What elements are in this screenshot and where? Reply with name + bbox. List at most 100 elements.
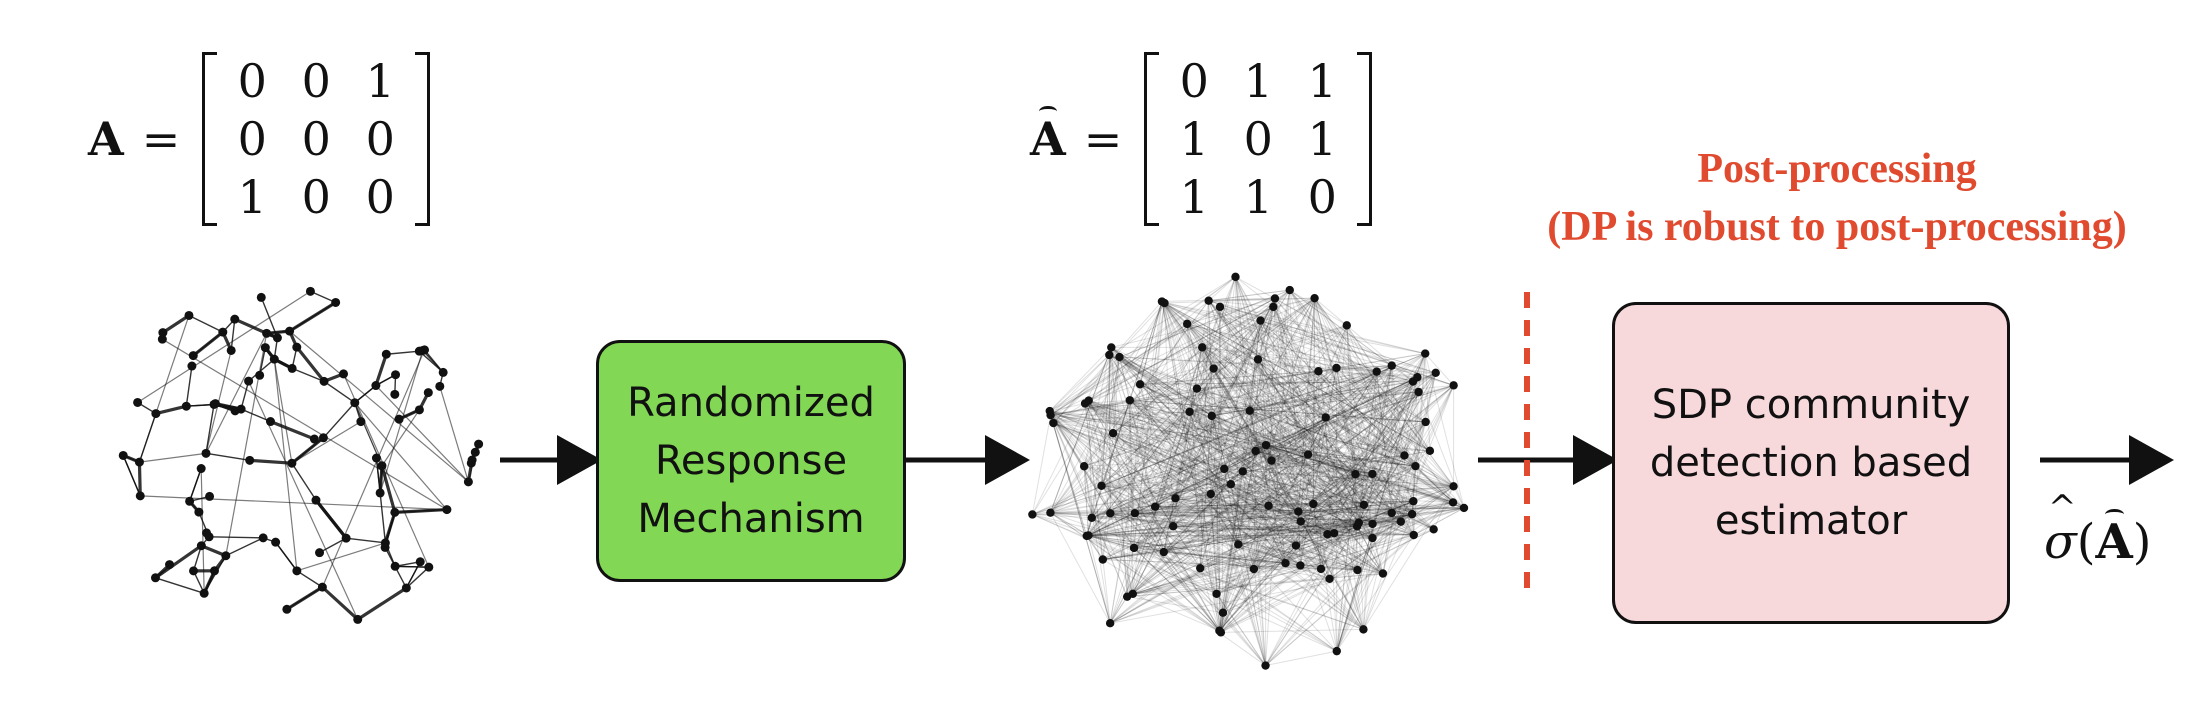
noisy-graph-edge (1110, 512, 1255, 570)
noisy-graph-edge (1102, 356, 1120, 560)
noisy-graph-edge (1372, 377, 1418, 475)
noisy-graph-edge (1109, 354, 1416, 467)
noisy-graph-edge (1083, 466, 1089, 536)
noisy-graph-edge (1230, 483, 1384, 574)
noisy-graph-edge (1400, 450, 1431, 522)
noisy-graph-edge (1118, 356, 1165, 553)
graph-node (474, 439, 484, 449)
noisy-graph-edge (1110, 512, 1384, 574)
noisy-graph-edge (1083, 466, 1111, 624)
noisy-graph-edge (1174, 276, 1236, 499)
noisy-graph-edge (1219, 306, 1426, 355)
graph-node (466, 458, 476, 468)
noisy-graph-edge (1289, 289, 1348, 326)
noisy-graph-edge (1139, 383, 1365, 506)
noisy-graph-edge (1372, 513, 1413, 525)
noisy-graph-edge (1211, 415, 1434, 530)
noisy-graph-edge (1086, 376, 1418, 537)
noisy-graph-edge (1307, 325, 1348, 455)
noisy-graph-edge (1133, 547, 1220, 632)
noisy-graph-edge (1109, 354, 1413, 515)
noisy-graph-edge (1249, 297, 1316, 411)
noisy-graph-edge (1220, 471, 1244, 633)
noisy-graph-edge (1312, 298, 1316, 504)
noisy-graph-edge (1363, 421, 1427, 506)
noisy-graph-edge (1208, 300, 1413, 515)
noisy-graph-edge (1199, 300, 1210, 569)
graph-edge (122, 455, 141, 497)
noisy-graph-edge (1049, 297, 1276, 412)
noisy-graph-edge (1050, 414, 1267, 446)
noisy-graph-edge (1127, 573, 1383, 598)
graph-edge (288, 301, 337, 333)
noisy-graph-edge (1084, 365, 1392, 467)
noisy-graph-edge (1050, 300, 1210, 513)
noisy-graph-edge (1163, 501, 1454, 553)
noisy-graph-node (1368, 519, 1377, 529)
noisy-graph-edge (1189, 381, 1414, 413)
noisy-graph-edge (1091, 347, 1112, 518)
noisy-graph-edge (1285, 372, 1437, 564)
noisy-graph-edge (1110, 573, 1383, 624)
noisy-graph-node (1414, 387, 1423, 397)
graph-node (194, 507, 204, 517)
noisy-graph-edge (1312, 503, 1331, 579)
noisy-graph-node (1115, 352, 1124, 362)
noisy-graph-edge (1260, 320, 1454, 503)
noisy-graph-edge (1313, 485, 1454, 505)
noisy-graph-edge (1285, 371, 1378, 564)
noisy-graph-edge (1235, 276, 1364, 630)
noisy-graph-edge (1362, 537, 1373, 630)
noisy-graph-edge (1289, 289, 1358, 571)
noisy-graph-node (1129, 543, 1139, 553)
noisy-graph-edge (1050, 505, 1269, 514)
noisy-graph-edge (1253, 504, 1365, 570)
noisy-graph-edge (1308, 454, 1416, 467)
graph-node (414, 346, 424, 356)
noisy-graph-edge (1265, 444, 1434, 530)
graph-edge (290, 436, 325, 465)
graph-node (350, 398, 360, 408)
noisy-graph-edge (1084, 403, 1165, 553)
noisy-graph-edge (1084, 403, 1365, 506)
noisy-graph-edge (1326, 353, 1426, 535)
noisy-graph-edge (1372, 521, 1402, 539)
noisy-graph-edge (1268, 298, 1276, 506)
noisy-graph-edge (1155, 503, 1314, 508)
noisy-graph-edge (1404, 450, 1430, 456)
noisy-graph-edge (1299, 371, 1319, 566)
noisy-graph-edge (1266, 444, 1430, 452)
noisy-graph-edge (1424, 353, 1431, 451)
graph-node (380, 538, 390, 548)
noisy-graph-edge (1265, 290, 1291, 666)
noisy-graph-edge (1300, 298, 1316, 522)
noisy-graph-edge (1164, 302, 1426, 355)
noisy-graph-edge (1133, 498, 1176, 549)
noisy-graph-node (1234, 540, 1243, 549)
noisy-graph-edge (1129, 399, 1256, 452)
noisy-graph-edge (1208, 300, 1415, 536)
noisy-graph-edge (1372, 391, 1420, 525)
noisy-graph-edge (1186, 323, 1201, 569)
noisy-graph-edge (1032, 513, 1254, 570)
noisy-graph-edge (1119, 356, 1225, 470)
noisy-graph-node (1198, 343, 1207, 352)
noisy-graph-edge (1084, 300, 1209, 404)
noisy-graph-edge (1112, 432, 1232, 485)
noisy-graph-edge (1050, 414, 1156, 508)
noisy-graph-edge (1111, 297, 1315, 348)
noisy-graph-edge (1112, 289, 1291, 434)
noisy-graph-edge (1318, 370, 1415, 536)
noisy-graph-edge (1110, 485, 1454, 514)
noisy-graph-edge (1112, 432, 1225, 470)
noisy-graph-edge (1271, 460, 1364, 630)
noisy-graph-edge (1295, 545, 1330, 580)
graph-edge (295, 346, 326, 383)
noisy-graph-edge (1050, 347, 1203, 514)
noisy-graph-edge (1139, 383, 1405, 456)
noisy-graph-edge (1091, 517, 1328, 535)
noisy-graph-edge (1220, 367, 1337, 633)
noisy-graph-edge (1372, 513, 1413, 539)
noisy-graph-edge (1372, 500, 1414, 539)
noisy-graph-edge (1119, 356, 1384, 574)
